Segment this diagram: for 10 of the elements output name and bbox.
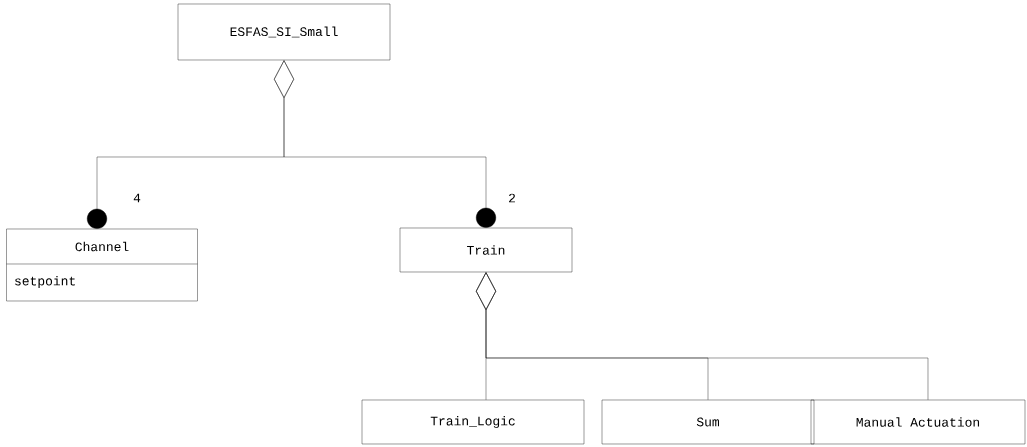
multiplicity-label: 2 [507,192,517,204]
class-box: ESFAS_SI_Small [177,3,391,61]
class-box: Channel setpoint [6,228,198,302]
class-box: Manual Actuation [810,399,1026,445]
multiplicity-label: 4 [132,192,142,204]
class-box: Sum [601,399,815,445]
aggregation-line [274,60,496,228]
class-box: Train [399,227,573,273]
aggregation-line [476,272,929,400]
class-box: Train_Logic [361,399,585,445]
